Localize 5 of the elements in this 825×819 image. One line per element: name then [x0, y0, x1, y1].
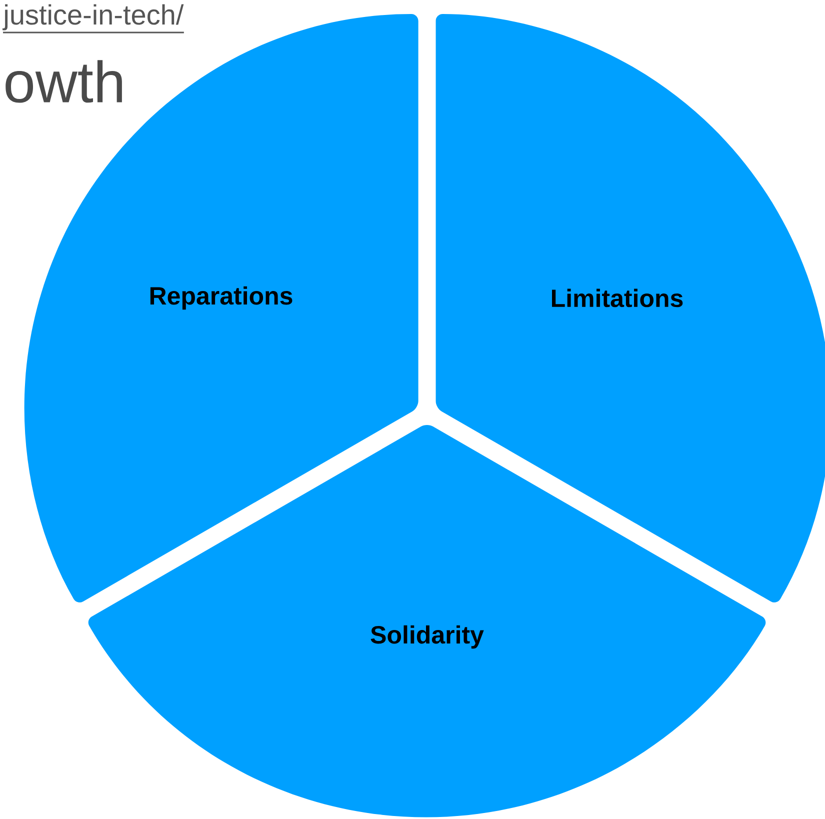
node-label: Reparations	[150, 286, 292, 310]
pie-sector: Solidarity	[88, 425, 766, 818]
node-label: Solidarity	[370, 625, 484, 649]
node-label: Limitations	[552, 288, 683, 308]
pie-sector: Limitations	[436, 14, 825, 602]
